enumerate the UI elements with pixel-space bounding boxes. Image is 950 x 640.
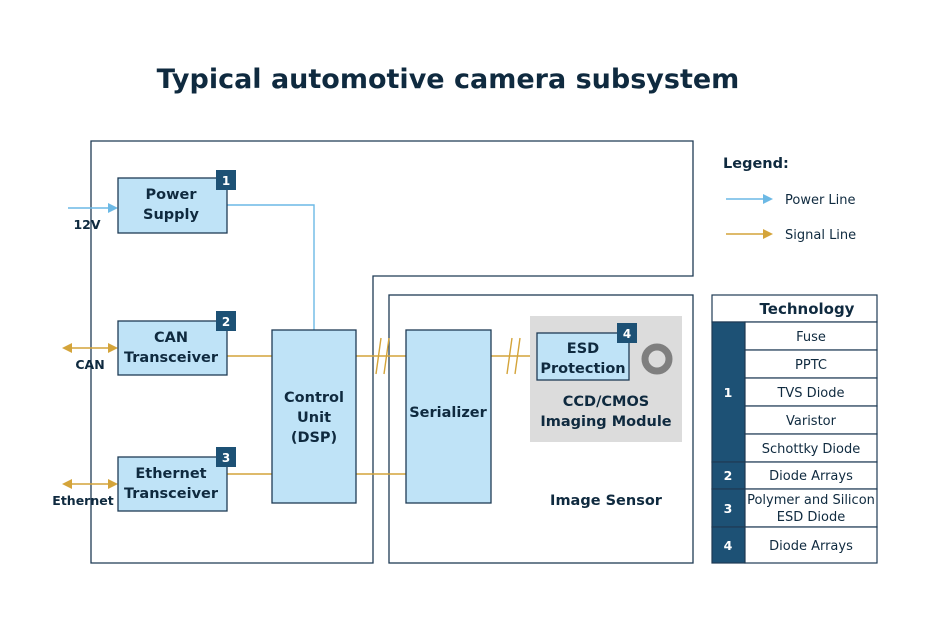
control-unit-label-3: (DSP) <box>291 430 337 446</box>
table-group-2-num-cell <box>711 461 746 490</box>
esd-protection-label-2: Protection <box>540 361 625 377</box>
serializer-block <box>405 329 492 504</box>
control-unit-label-1: Control <box>284 390 344 406</box>
badge-1 <box>216 170 236 190</box>
table-cell-diode-arrays-4: Diode Arrays <box>769 539 853 554</box>
ethernet-transceiver-block <box>117 456 228 512</box>
page-title: Typical automotive camera subsystem <box>157 64 740 95</box>
serializer-label: Serializer <box>409 405 487 421</box>
ethernet-transceiver-label-1: Ethernet <box>135 466 206 482</box>
technology-table: Technology 1 Fuse PPTC TVS Diode Varisto… <box>711 294 878 564</box>
line-break-mark-1 <box>375 337 390 375</box>
table-cell-varistor: Varistor <box>786 414 837 429</box>
control-unit-block <box>271 329 357 504</box>
table-row <box>744 377 878 407</box>
table-group-1-num: 1 <box>724 385 733 400</box>
badge-3 <box>216 447 236 467</box>
table-group-3-num: 3 <box>724 501 733 516</box>
table-cell-diode-arrays-2: Diode Arrays <box>769 469 853 484</box>
table-row <box>744 349 878 379</box>
imaging-module-label-2: Imaging Module <box>540 414 671 430</box>
table-cell-fuse: Fuse <box>796 330 826 345</box>
table-group-4-num: 4 <box>724 538 733 553</box>
can-transceiver-block <box>117 320 228 376</box>
badge-4-label: 4 <box>623 327 631 341</box>
badge-2 <box>216 311 236 331</box>
imaging-module-label-1: CCD/CMOS <box>563 394 649 410</box>
esd-protection-label-1: ESD <box>567 341 599 357</box>
legend-signal-line-label: Signal Line <box>785 228 856 243</box>
table-cell-polymer-silicon-1: Polymer and Silicon <box>747 493 875 508</box>
power-supply-block <box>117 177 228 234</box>
table-header: Technology <box>760 300 855 318</box>
table-row <box>744 488 878 528</box>
power-supply-label-2: Supply <box>143 207 199 223</box>
can-transceiver-label-1: CAN <box>154 330 188 346</box>
table-row <box>744 321 878 351</box>
table-group-2-num: 2 <box>724 468 733 483</box>
image-sensor-label: Image Sensor <box>550 493 663 509</box>
power-to-control-line <box>227 204 315 330</box>
badge-4 <box>617 323 637 343</box>
input-ethernet-label: Ethernet <box>52 493 113 508</box>
table-row <box>744 526 878 564</box>
table-cell-tvs-diode: TVS Diode <box>776 386 844 401</box>
legend-power-line-label: Power Line <box>785 193 856 208</box>
system-frame <box>90 140 694 564</box>
table-cell-pptc: PPTC <box>795 358 827 373</box>
input-can-label: CAN <box>75 357 104 372</box>
legend-title: Legend: <box>723 156 789 172</box>
input-12v-label: 12V <box>73 217 100 232</box>
table-group-1-num-cell <box>711 321 746 463</box>
table-cell-polymer-silicon-2: ESD Diode <box>777 510 845 525</box>
ethernet-transceiver-label-2: Transceiver <box>124 486 219 502</box>
power-supply-label-1: Power <box>146 187 198 203</box>
table-cell-schottky-diode: Schottky Diode <box>762 442 861 457</box>
table-group-3-num-cell <box>711 488 746 528</box>
badge-2-label: 2 <box>222 315 230 329</box>
esd-protection-block <box>536 332 630 381</box>
badge-3-label: 3 <box>222 451 230 465</box>
lens-icon <box>641 343 673 375</box>
image-sensor-frame <box>388 294 694 564</box>
control-unit-label-2: Unit <box>297 410 331 426</box>
can-transceiver-label-2: Transceiver <box>124 350 219 366</box>
badge-1-label: 1 <box>222 174 230 188</box>
line-break-mark-2 <box>506 337 521 375</box>
